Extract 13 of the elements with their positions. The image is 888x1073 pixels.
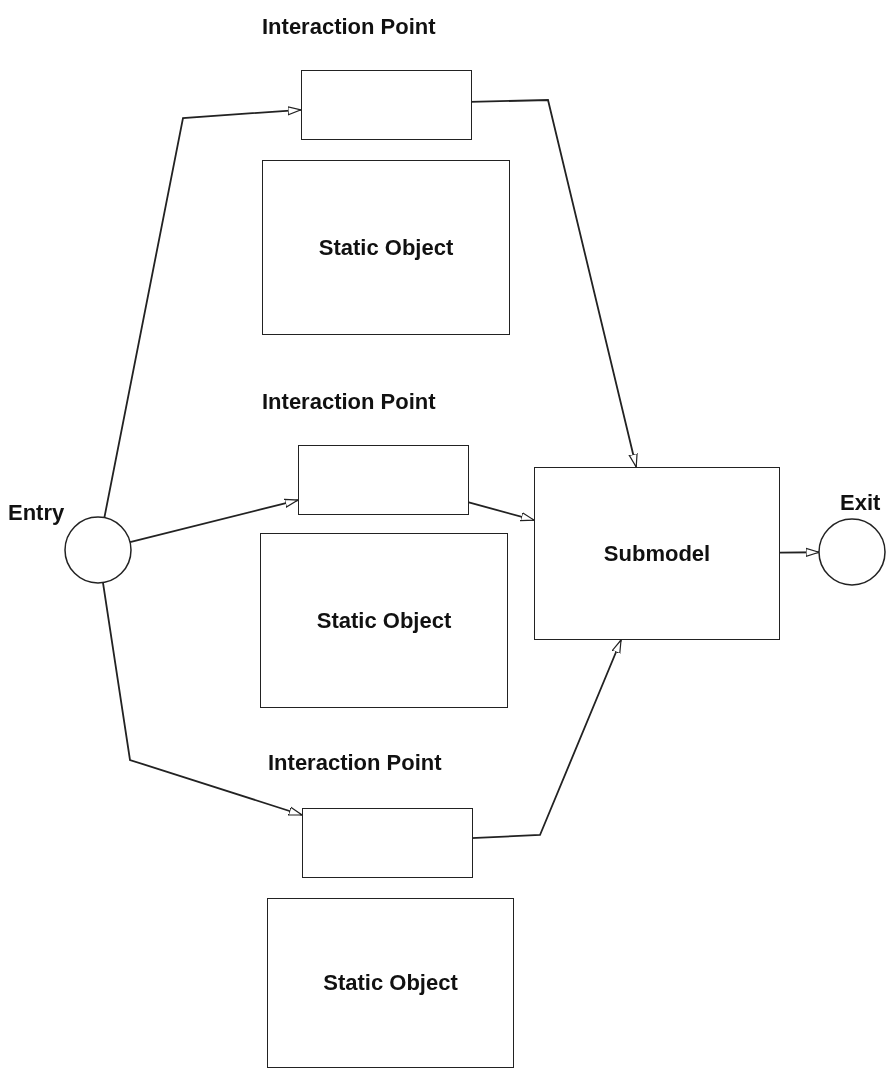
node-label: Interaction Point (262, 14, 436, 40)
arrow (779, 547, 820, 557)
node-label: Interaction Point (262, 389, 436, 415)
static-object-box: Static Object (262, 160, 510, 335)
node-label: Interaction Point (268, 750, 442, 776)
arrow (129, 498, 299, 543)
static-object-box: Static Object (267, 898, 514, 1068)
static-object-box: Static Object (260, 533, 508, 708)
node-label: Exit (840, 490, 881, 516)
arrow (103, 106, 302, 519)
node-label: Entry (8, 500, 65, 526)
submodel-box: Submodel (534, 467, 780, 640)
arrow (102, 581, 303, 816)
